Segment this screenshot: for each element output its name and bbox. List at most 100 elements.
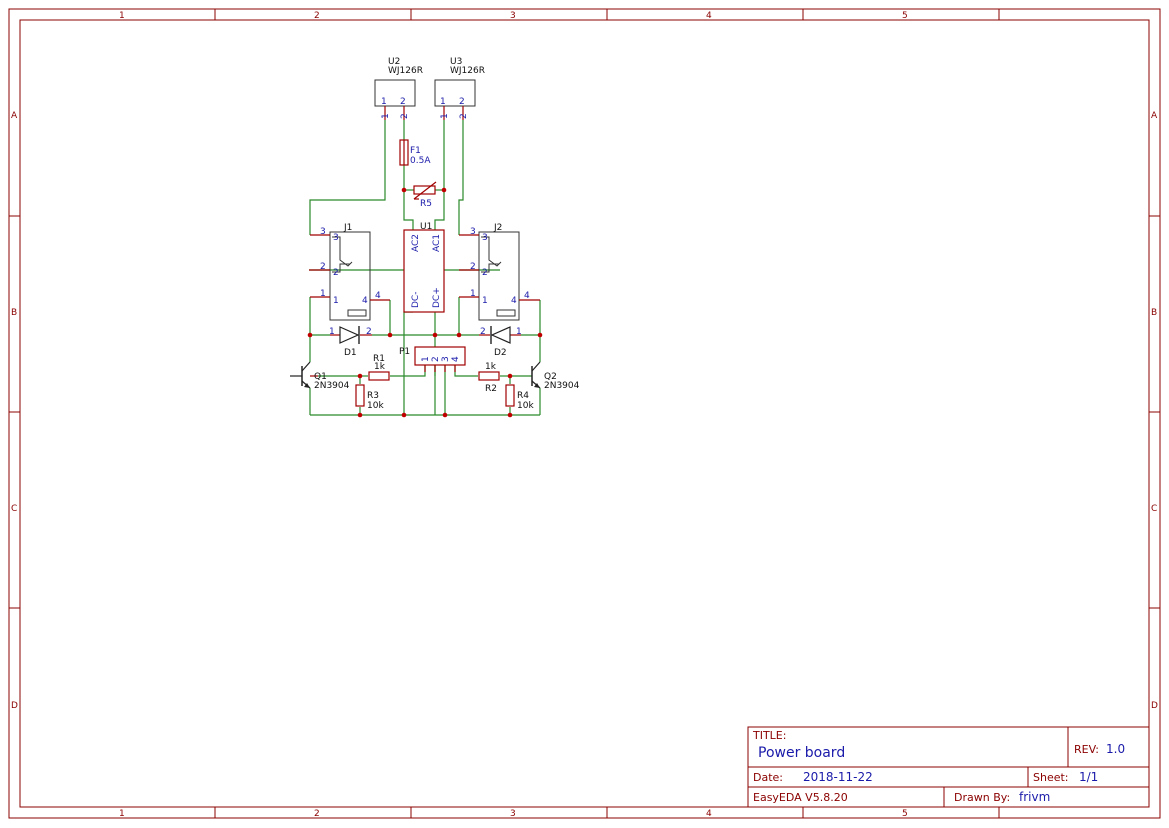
diode-d2: 2 1 D2	[479, 326, 522, 358]
sheet-label: Sheet:	[1033, 771, 1069, 784]
u3-pin1-label: 1	[440, 97, 446, 107]
row-label: C	[11, 504, 17, 514]
r4-ref: R4	[517, 391, 529, 401]
col-label: 4	[706, 809, 712, 819]
drawn-by-value: frivm	[1019, 790, 1050, 804]
col-label: 3	[510, 809, 516, 819]
j2-pin4-inner: 4	[511, 296, 517, 306]
u3-pin1-outer: 1	[440, 113, 450, 119]
resistor-r3: R3 10k	[355, 384, 384, 411]
date-value: 2018-11-22	[803, 770, 873, 784]
title-value: Power board	[758, 745, 845, 761]
u2-pin2-outer: 2	[400, 113, 410, 119]
u1-ac2-label: AC2	[411, 234, 421, 252]
rev-value: 1.0	[1106, 742, 1125, 756]
transistor-q2: Q2 2N3904	[531, 361, 580, 391]
q1-ref: Q1	[314, 372, 327, 382]
j2-pin3-inner: 3	[482, 233, 488, 243]
j1-pin3-label: 3	[320, 227, 326, 237]
j1-ref: J1	[343, 223, 352, 233]
row-label: D	[1151, 701, 1158, 711]
u1-ref: U1	[420, 222, 432, 232]
r1-ref: R1	[373, 354, 385, 364]
sheet-frame: 1 2 3 4 5 1 2 3 4 5 A B C D A B C D	[8, 8, 1161, 819]
u3-value: WJ126R	[450, 66, 485, 76]
r5-ref: R5	[420, 199, 432, 209]
r3-ref: R3	[367, 391, 379, 401]
j2-pin1-inner: 1	[482, 296, 488, 306]
d2-ref: D2	[494, 348, 507, 358]
col-label: 5	[902, 11, 908, 21]
u2-pin1-label: 1	[381, 97, 387, 107]
j2-pin2-inner: 2	[482, 268, 488, 278]
title-block: TITLE: Power board REV: 1.0 Date: 2018-1…	[747, 726, 1150, 808]
date-label: Date:	[753, 771, 783, 784]
jack-j2: J2 3 3 2 2 1 1 4 4	[459, 223, 540, 321]
r4-value: 10k	[517, 401, 534, 411]
r2-ref: R2	[485, 384, 497, 394]
d1-pin1-label: 1	[329, 327, 335, 337]
varistor-r5: R5	[413, 181, 437, 209]
u1-ac1-label: AC1	[432, 234, 442, 252]
j1-pin2-inner: 2	[333, 268, 339, 278]
u2-pin1-outer: 1	[381, 113, 391, 119]
u2-value: WJ126R	[388, 66, 423, 76]
j1-pin4-inner: 4	[362, 296, 368, 306]
junction-dots	[307, 187, 543, 418]
q2-ref: Q2	[544, 372, 557, 382]
u2-ref: U2	[388, 57, 400, 67]
j2-ref: J2	[493, 223, 502, 233]
j1-pin3-inner: 3	[333, 233, 339, 243]
diode-d1: 1 2 D1	[329, 326, 372, 358]
q1-value: 2N3904	[314, 381, 350, 391]
col-label: 2	[314, 809, 320, 819]
j2-pin4-label: 4	[524, 291, 530, 301]
p1-pin4-label: 4	[451, 356, 461, 362]
d1-ref: D1	[344, 348, 357, 358]
row-label: A	[1151, 111, 1158, 121]
col-label: 3	[510, 11, 516, 21]
row-label: D	[11, 701, 18, 711]
drawn-by-label: Drawn By:	[954, 791, 1010, 804]
u3-ref: U3	[450, 57, 462, 67]
col-label: 5	[902, 809, 908, 819]
d1-pin2-label: 2	[366, 327, 372, 337]
j1-pin4-label: 4	[375, 291, 381, 301]
j1-pin2-label: 2	[320, 262, 326, 272]
col-label: 4	[706, 11, 712, 21]
bridge-rectifier-u1: U1 AC2 AC1 DC- DC+	[403, 222, 445, 313]
r2-value: 1k	[485, 362, 497, 372]
sheet-value: 1/1	[1079, 770, 1098, 784]
p1-pin3-label: 3	[441, 356, 451, 362]
row-label: B	[1151, 308, 1157, 318]
j1-pin1-inner: 1	[333, 296, 339, 306]
r3-value: 10k	[367, 401, 384, 411]
p1-pin1-label: 1	[421, 356, 431, 362]
d2-pin1-label: 1	[516, 327, 522, 337]
resistor-r1: R1 1k	[368, 354, 390, 381]
col-label: 1	[119, 809, 125, 819]
row-label: A	[11, 111, 18, 121]
row-label: C	[1151, 504, 1157, 514]
header-p1: P1 1 2 3 4	[399, 346, 466, 372]
r1-value: 1k	[374, 362, 386, 372]
j2-pin3-label: 3	[470, 227, 476, 237]
col-label: 1	[119, 11, 125, 21]
d2-pin2-label: 2	[480, 327, 486, 337]
u3-pin2-outer: 2	[459, 113, 469, 119]
u3-pin2-label: 2	[459, 97, 465, 107]
fuse-f1: F1 0.5A	[399, 139, 431, 166]
p1-pin2-label: 2	[431, 356, 441, 362]
title-label: TITLE:	[752, 729, 786, 742]
resistor-r2: 1k R2	[478, 362, 500, 394]
u2-pin2-label: 2	[400, 97, 406, 107]
j1-pin1-label: 1	[320, 289, 326, 299]
f1-value: 0.5A	[410, 156, 431, 166]
u1-dcm-label: DC-	[411, 292, 421, 308]
u1-dcp-label: DC+	[432, 287, 442, 308]
connector-u2: U2 WJ126R 1 2 1 2	[374, 57, 423, 120]
q2-value: 2N3904	[544, 381, 580, 391]
jack-j1: J1 3 3 2 2 1 1 4 4	[309, 223, 390, 321]
f1-ref: F1	[410, 146, 421, 156]
